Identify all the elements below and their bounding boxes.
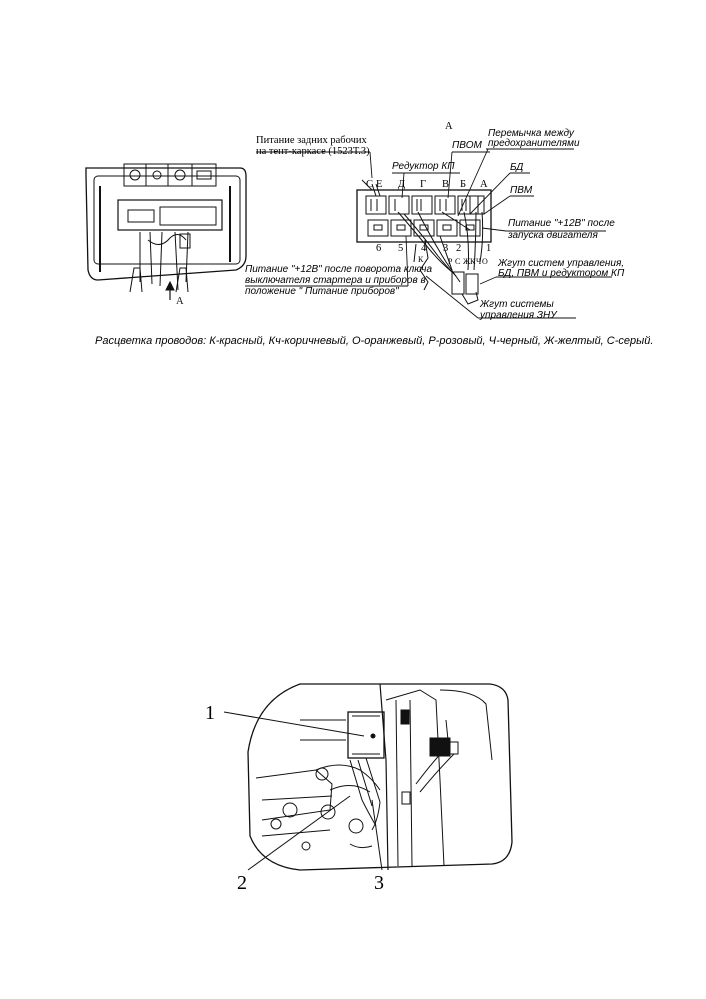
installation-drawing xyxy=(247,683,513,871)
wire-code: К xyxy=(470,257,476,266)
fuse-letter: С xyxy=(366,179,373,190)
diff-lock-label: БД xyxy=(510,162,523,173)
jumper-label-1: Перемычка между xyxy=(488,128,575,139)
wire-code: С xyxy=(455,257,460,266)
jumper-label-2: предохранителями xyxy=(488,138,580,149)
fuse-letter: В xyxy=(442,179,449,190)
power-after-key-label-1: Питание "+12В" после поворота ключа xyxy=(245,264,432,275)
control-harness-label-1: Жгут систем управления, xyxy=(497,258,624,269)
control-harness-label-2: БД, ПВМ и редуктором КП xyxy=(498,268,625,279)
pto-label: ПВОМ xyxy=(452,140,482,151)
wire-code: О xyxy=(482,257,488,266)
power-after-start-label-1: Питание "+12В" после xyxy=(508,218,615,229)
fuse-letter: А xyxy=(480,179,488,190)
fuse-block-drawing xyxy=(356,179,492,305)
callout-leaders xyxy=(223,711,383,871)
slot-number: 2 xyxy=(456,243,461,254)
fuse-letter: Г xyxy=(420,179,426,190)
power-after-start-label-2: запуска двигателя xyxy=(507,230,598,241)
wire-code: К xyxy=(418,255,424,264)
slot-number: 5 xyxy=(398,243,403,254)
power-after-key-label-2: выключателя стартера и приборов в xyxy=(245,274,426,286)
wire-code: Р xyxy=(448,257,453,266)
slot-number: 1 xyxy=(486,243,491,254)
callout-2: 2 xyxy=(237,872,247,894)
znu-harness-label-2: управления ЗНУ xyxy=(479,310,558,321)
fuse-letter: Б xyxy=(460,179,466,190)
view-title: А xyxy=(445,121,453,132)
znu-harness-label-1: Жгут системы xyxy=(479,299,554,310)
power-after-key-label-3: положение " Питание приборов" xyxy=(245,285,399,297)
slot-number: 3 xyxy=(443,243,448,254)
annotation-leaders xyxy=(245,148,612,319)
oil-icon xyxy=(196,170,212,180)
wire-code: Ч xyxy=(476,257,481,266)
slot-number: 6 xyxy=(376,243,381,254)
callout-3: 3 xyxy=(374,872,384,894)
front-axle-label: ПВМ xyxy=(510,185,533,196)
gearbox-reducer-label: Редуктор КП xyxy=(392,161,455,172)
fuel-icon xyxy=(152,170,162,180)
fuse-letter: Е xyxy=(376,179,382,190)
slot-number: 4 xyxy=(421,243,427,254)
rear-power-label-2: на тент-каркасе (1523Т.3) xyxy=(256,146,370,157)
wire-color-legend: Расцветка проводов: К-красный, Кч-коричн… xyxy=(95,335,653,347)
temperature-icon xyxy=(174,169,186,181)
fuse-letter: Д xyxy=(398,179,405,190)
wire-code: Ж xyxy=(463,257,471,266)
rear-power-label-1: Питание задних рабочих xyxy=(256,135,367,146)
instrument-block-drawing xyxy=(85,163,247,300)
gear-icon xyxy=(129,169,141,181)
callout-1: 1 xyxy=(205,702,215,724)
view-arrow-label: А xyxy=(176,296,184,307)
